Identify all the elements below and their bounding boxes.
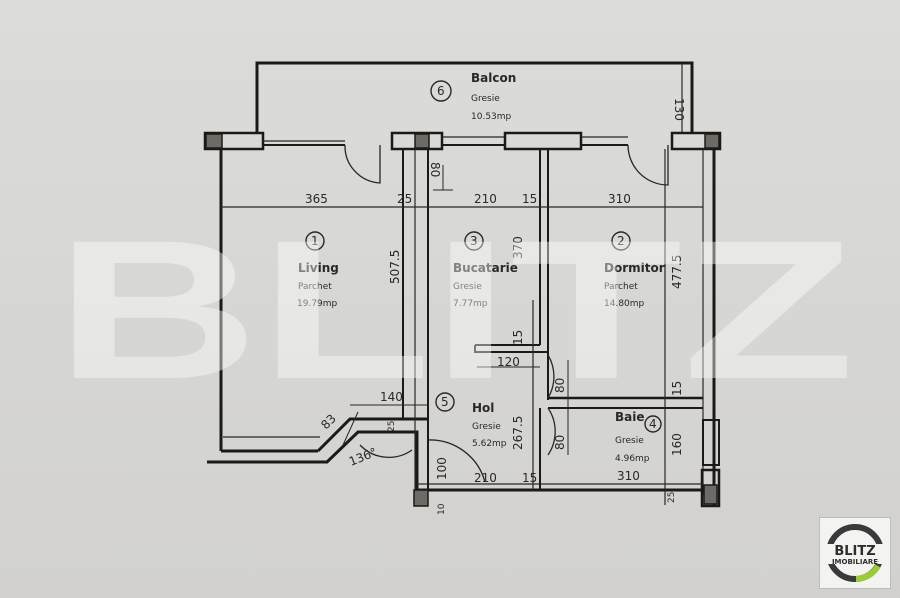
interior-walls [221, 149, 703, 505]
svg-text:19.79mp: 19.79mp [297, 299, 338, 309]
svg-text:100: 100 [435, 457, 449, 480]
svg-text:25: 25 [397, 192, 412, 206]
svg-text:15: 15 [511, 330, 525, 345]
svg-text:120: 120 [497, 355, 520, 369]
svg-text:80: 80 [553, 435, 567, 450]
room-balcon: 6 Balcon Gresie 10.53mp [430, 71, 516, 122]
svg-text:Parchet: Parchet [604, 282, 638, 292]
doors [344, 144, 669, 483]
svg-text:370: 370 [511, 236, 525, 259]
svg-text:130: 130 [672, 98, 686, 121]
room-dormitor: 2 Dormitor Parchet 14.80mp [604, 231, 665, 309]
svg-text:25: 25 [667, 492, 677, 503]
logo-text-imobiliare: IMOBILIARE [832, 558, 878, 566]
blitz-logo: BLITZ IMOBILIARE [820, 518, 890, 588]
svg-text:7.77mp: 7.77mp [453, 299, 488, 309]
logo-ring-icon: BLITZ IMOBILIARE [826, 524, 884, 582]
svg-text:4: 4 [649, 417, 657, 431]
svg-text:Gresie: Gresie [472, 422, 501, 432]
svg-text:136°: 136° [347, 445, 379, 469]
svg-text:160: 160 [670, 433, 684, 456]
room-hol: 5 Hol Gresie 5.62mp [435, 392, 507, 449]
svg-text:10: 10 [437, 503, 447, 515]
svg-text:25: 25 [387, 421, 397, 432]
svg-text:3: 3 [470, 234, 478, 248]
svg-text:4.96mp: 4.96mp [615, 454, 650, 464]
svg-text:2: 2 [617, 234, 625, 248]
svg-text:83: 83 [318, 411, 339, 432]
svg-text:6: 6 [437, 84, 445, 98]
svg-text:Dormitor: Dormitor [604, 261, 665, 275]
svg-text:Gresie: Gresie [615, 436, 644, 446]
svg-text:Gresie: Gresie [453, 282, 482, 292]
svg-text:15: 15 [522, 192, 537, 206]
svg-text:80: 80 [428, 162, 442, 177]
svg-text:Living: Living [298, 261, 339, 275]
svg-text:267.5: 267.5 [511, 416, 525, 450]
logo-text-blitz: BLITZ [834, 544, 875, 559]
room-living: 1 Living Parchet 19.79mp [297, 231, 339, 309]
svg-text:Baie: Baie [615, 410, 645, 424]
room-bucatarie: 3 Bucatarie Gresie 7.77mp [453, 231, 518, 309]
svg-text:Balcon: Balcon [471, 71, 516, 85]
svg-text:80: 80 [553, 378, 567, 393]
svg-text:365: 365 [305, 192, 328, 206]
svg-text:Parchet: Parchet [298, 282, 332, 292]
svg-text:15: 15 [522, 471, 537, 485]
svg-text:477.5: 477.5 [670, 255, 684, 289]
svg-text:210: 210 [474, 192, 497, 206]
svg-text:5.62mp: 5.62mp [472, 439, 507, 449]
svg-text:140: 140 [380, 390, 403, 404]
room-baie: 4 Baie Gresie 4.96mp [615, 410, 662, 464]
svg-text:10.53mp: 10.53mp [471, 112, 512, 122]
svg-text:14.80mp: 14.80mp [604, 299, 645, 309]
svg-text:210: 210 [474, 471, 497, 485]
svg-text:310: 310 [617, 469, 640, 483]
dimension-lines [342, 165, 569, 455]
svg-text:5: 5 [441, 395, 449, 409]
svg-text:15: 15 [670, 381, 684, 396]
svg-text:Gresie: Gresie [471, 94, 500, 104]
svg-text:507.5: 507.5 [388, 250, 402, 284]
outer-walls [207, 149, 721, 508]
top-facade-wall [203, 131, 722, 151]
svg-text:1: 1 [311, 234, 319, 248]
svg-text:310: 310 [608, 192, 631, 206]
balcony-outline [255, 61, 694, 134]
svg-text:Bucatarie: Bucatarie [453, 261, 518, 275]
svg-text:Hol: Hol [472, 401, 494, 415]
